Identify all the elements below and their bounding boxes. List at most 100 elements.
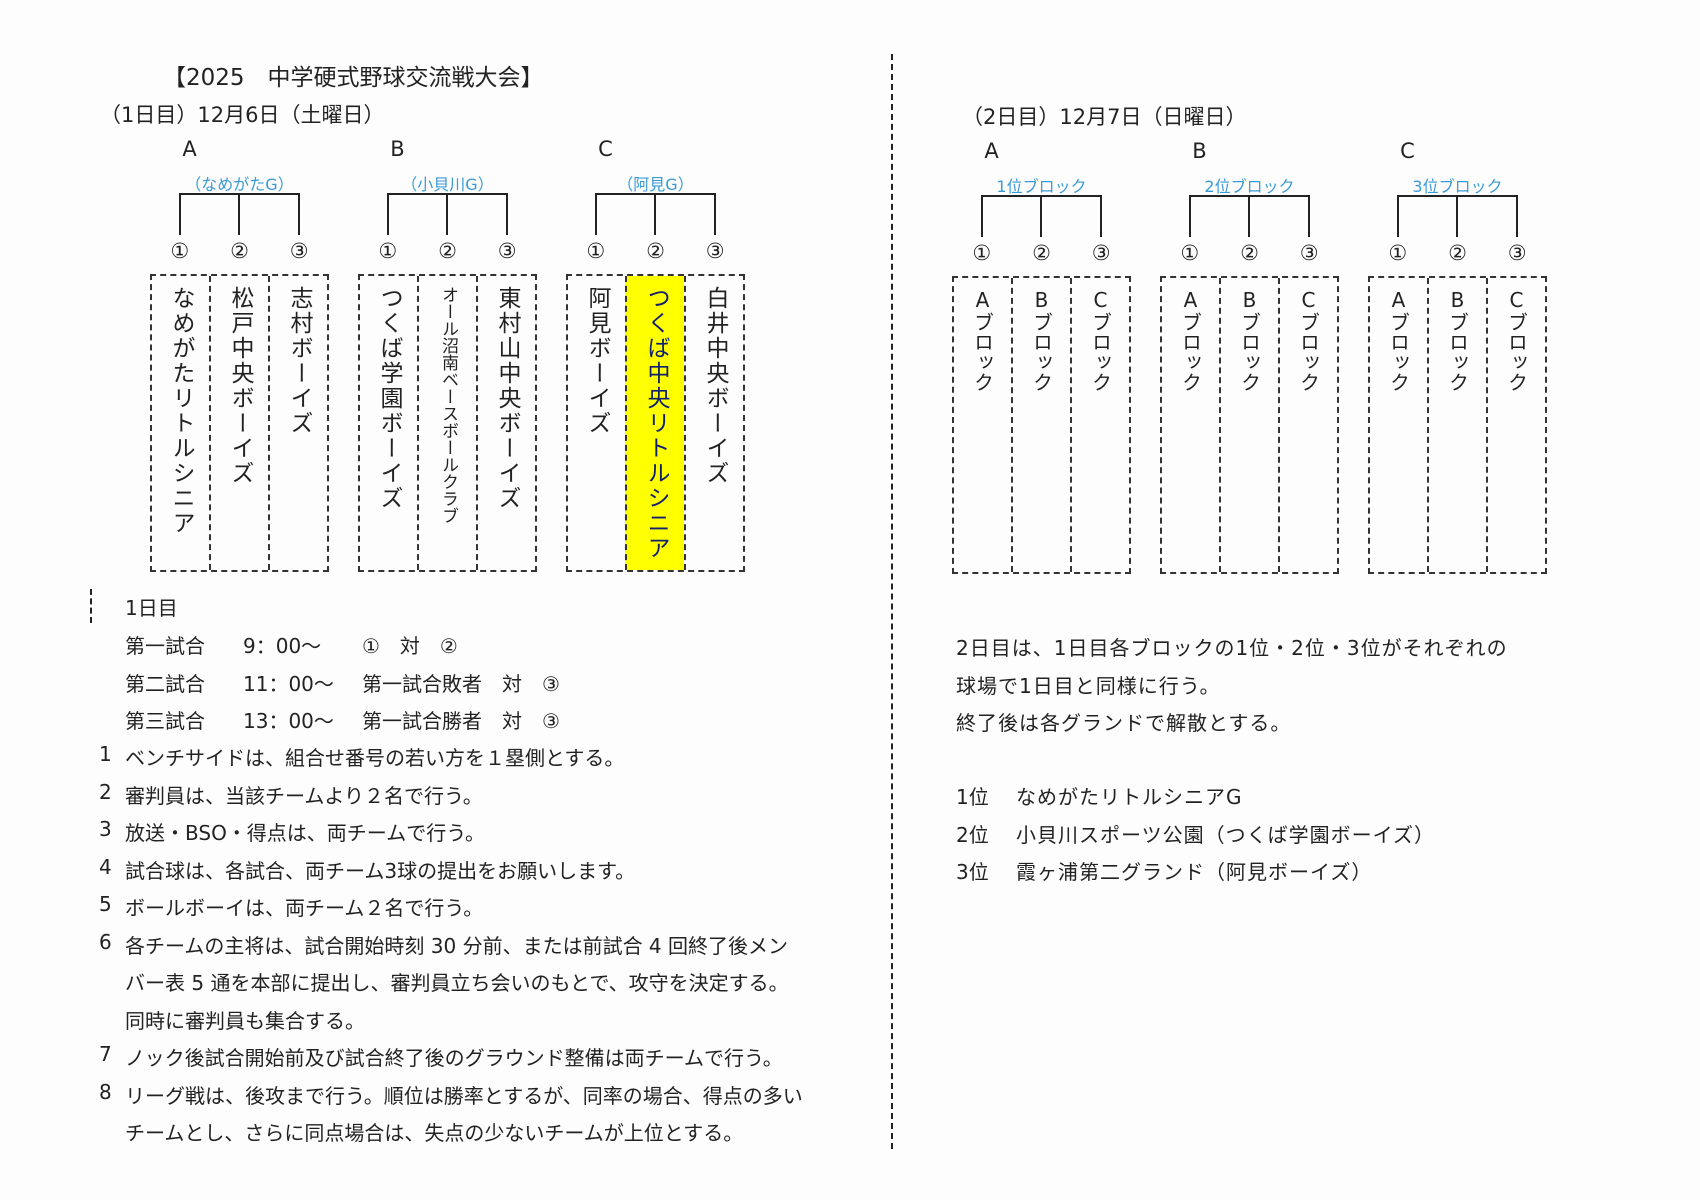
team-slot: 白井中央ボーイズ	[684, 276, 743, 570]
venue-place: 小貝川スポーツ公園（つくば学園ボーイズ）	[1016, 822, 1435, 847]
seed-number: ①	[972, 241, 992, 265]
venue-place: 霞ヶ浦第二グランド（阿見ボーイズ）	[1016, 860, 1373, 884]
team-slot: Cブロック	[1278, 278, 1337, 572]
team-name: Bブロック	[1445, 288, 1470, 392]
bracket-lines	[980, 195, 1103, 237]
team-slot: Cブロック	[1486, 278, 1545, 572]
team-name: 東村山中央ボーイズ	[494, 286, 520, 511]
bracket-mid	[238, 195, 241, 235]
venue-rank: 3位	[956, 860, 989, 884]
note-line: 2日目は、1日目各ブロックの1位・2位・3位がそれぞれの	[956, 636, 1508, 660]
team-box: 阿見ボーイズつくば中央リトルシニア白井中央ボーイズ	[566, 274, 745, 572]
venue-rank: 1位	[956, 785, 989, 809]
bracket-mid	[1456, 197, 1459, 237]
group-venue: 2位ブロック	[1204, 177, 1295, 196]
bracket-mid	[1248, 197, 1251, 237]
seed-number: ①	[1180, 241, 1200, 265]
rule-text: 審判員は、当該チームより２名で行う。	[125, 783, 483, 808]
team-slot: つくば学園ボーイズ	[360, 276, 417, 570]
seed-number: ②	[1032, 241, 1051, 265]
match-name: 第二試合	[125, 671, 205, 696]
team-name: Aブロック	[1178, 288, 1203, 392]
bracket-mid	[1040, 197, 1043, 237]
group-venue: （阿見G）	[617, 175, 694, 194]
group-letter: C	[598, 137, 613, 161]
match-time: 11：00～	[243, 671, 334, 696]
note-line: 球場で1日目と同様に行う。	[956, 673, 1221, 698]
team-slot: Bブロック	[1427, 278, 1486, 572]
team-name: オール沼南ベースボールクラブ	[438, 286, 458, 524]
note-line: 終了後は各グランドで解散とする。	[956, 711, 1292, 735]
rule-text: ノック後試合開始前及び試合終了後のグラウンド整備は両チームで行う。	[125, 1046, 783, 1070]
team-box: つくば学園ボーイズ オール沼南ベースボールクラブ 東村山中央ボーイズ	[358, 274, 537, 572]
team-slot: 松戸中央ボーイズ	[209, 276, 268, 570]
bracket-lines	[1396, 195, 1519, 237]
rule-number: 5	[99, 892, 112, 916]
team-slot: オール沼南ベースボールクラブ	[417, 276, 476, 570]
team-slot: Aブロック	[954, 278, 1011, 572]
team-name: なめがたリトルシニア	[168, 286, 194, 536]
team-slot: 阿見ボーイズ	[568, 276, 625, 570]
rule-text: バー表 5 通を本部に提出し、審判員立ち会いのもとで、攻守を決定する。	[125, 971, 789, 995]
team-slot: なめがたリトルシニア	[152, 276, 209, 570]
team-name: 松戸中央ボーイズ	[227, 286, 253, 486]
team-name: Cブロック	[1088, 288, 1113, 392]
rule-number: 3	[99, 817, 112, 841]
rule-text: リーグ戦は、後攻まで行う。順位は勝率とするが、同率の場合、得点の多い	[125, 1083, 803, 1108]
seed-number: ②	[646, 239, 665, 263]
group-letter: A	[182, 137, 197, 161]
team-slot: Aブロック	[1162, 278, 1219, 572]
seed-number: ③	[1507, 241, 1527, 265]
schedule-title: 1日目	[125, 596, 178, 620]
team-slot: 志村ボーイズ	[268, 276, 327, 570]
bracket-lines	[386, 193, 509, 235]
bracket-lines	[594, 193, 717, 235]
match-pairing: ① 対 ②	[362, 634, 458, 658]
document-title: 【2025 中学硬式野球交流戦大会】	[163, 65, 544, 91]
group-letter: B	[390, 137, 405, 161]
rule-text: 放送・BSO・得点は、両チームで行う。	[125, 821, 486, 845]
rule-text: ボールボーイは、両チーム２名で行う。	[125, 896, 484, 920]
day1-header: （1日目）12月6日（土曜日）	[100, 103, 385, 127]
team-box: なめがたリトルシニア 松戸中央ボーイズ 志村ボーイズ	[150, 274, 329, 572]
group-venue: （小貝川G）	[401, 175, 494, 194]
team-box: Aブロック Bブロック Cブロック	[952, 276, 1131, 574]
venue-place: なめがたリトルシニアG	[1016, 785, 1243, 809]
team-slot: Bブロック	[1011, 278, 1070, 572]
seed-number: ①	[170, 239, 190, 263]
rule-text: ベンチサイドは、組合せ番号の若い方を１塁側とする。	[125, 746, 625, 770]
rule-number: 8	[99, 1079, 112, 1104]
bracket-lines	[1188, 195, 1311, 237]
group-letter: C	[1400, 139, 1415, 163]
seed-number: ③	[1299, 241, 1319, 265]
rule-number: 2	[99, 779, 112, 804]
seed-number: ③	[497, 239, 517, 263]
seed-number: ①	[378, 239, 398, 263]
group-venue: 3位ブロック	[1412, 177, 1503, 196]
team-name: 志村ボーイズ	[286, 286, 312, 436]
bracket-mid	[446, 195, 449, 235]
team-slot: 東村山中央ボーイズ	[476, 276, 535, 570]
match-time: 9：00～	[243, 634, 322, 658]
seed-number: ②	[438, 239, 457, 263]
day2-header: （2日目）12月7日（日曜日）	[962, 105, 1247, 129]
bracket-mid	[654, 195, 657, 235]
seed-number: ①	[1388, 241, 1408, 265]
seed-number: ③	[1091, 241, 1111, 265]
seed-number: ③	[705, 239, 725, 263]
margin-mark	[90, 589, 92, 623]
venue-rank: 2位	[956, 822, 989, 847]
team-name: Bブロック	[1029, 288, 1054, 392]
seed-number: ②	[1448, 241, 1467, 265]
match-pairing: 第一試合勝者 対 ③	[362, 709, 560, 733]
bracket-lines	[178, 193, 301, 235]
team-name: Cブロック	[1504, 288, 1529, 392]
team-name: 阿見ボーイズ	[584, 286, 610, 436]
match-pairing: 第一試合敗者 対 ③	[362, 671, 560, 696]
team-slot-highlighted: つくば中央リトルシニア	[625, 276, 684, 570]
seed-number: ③	[289, 239, 309, 263]
team-slot: Cブロック	[1070, 278, 1129, 572]
center-divider	[891, 54, 893, 1149]
seed-number: ②	[230, 239, 249, 263]
